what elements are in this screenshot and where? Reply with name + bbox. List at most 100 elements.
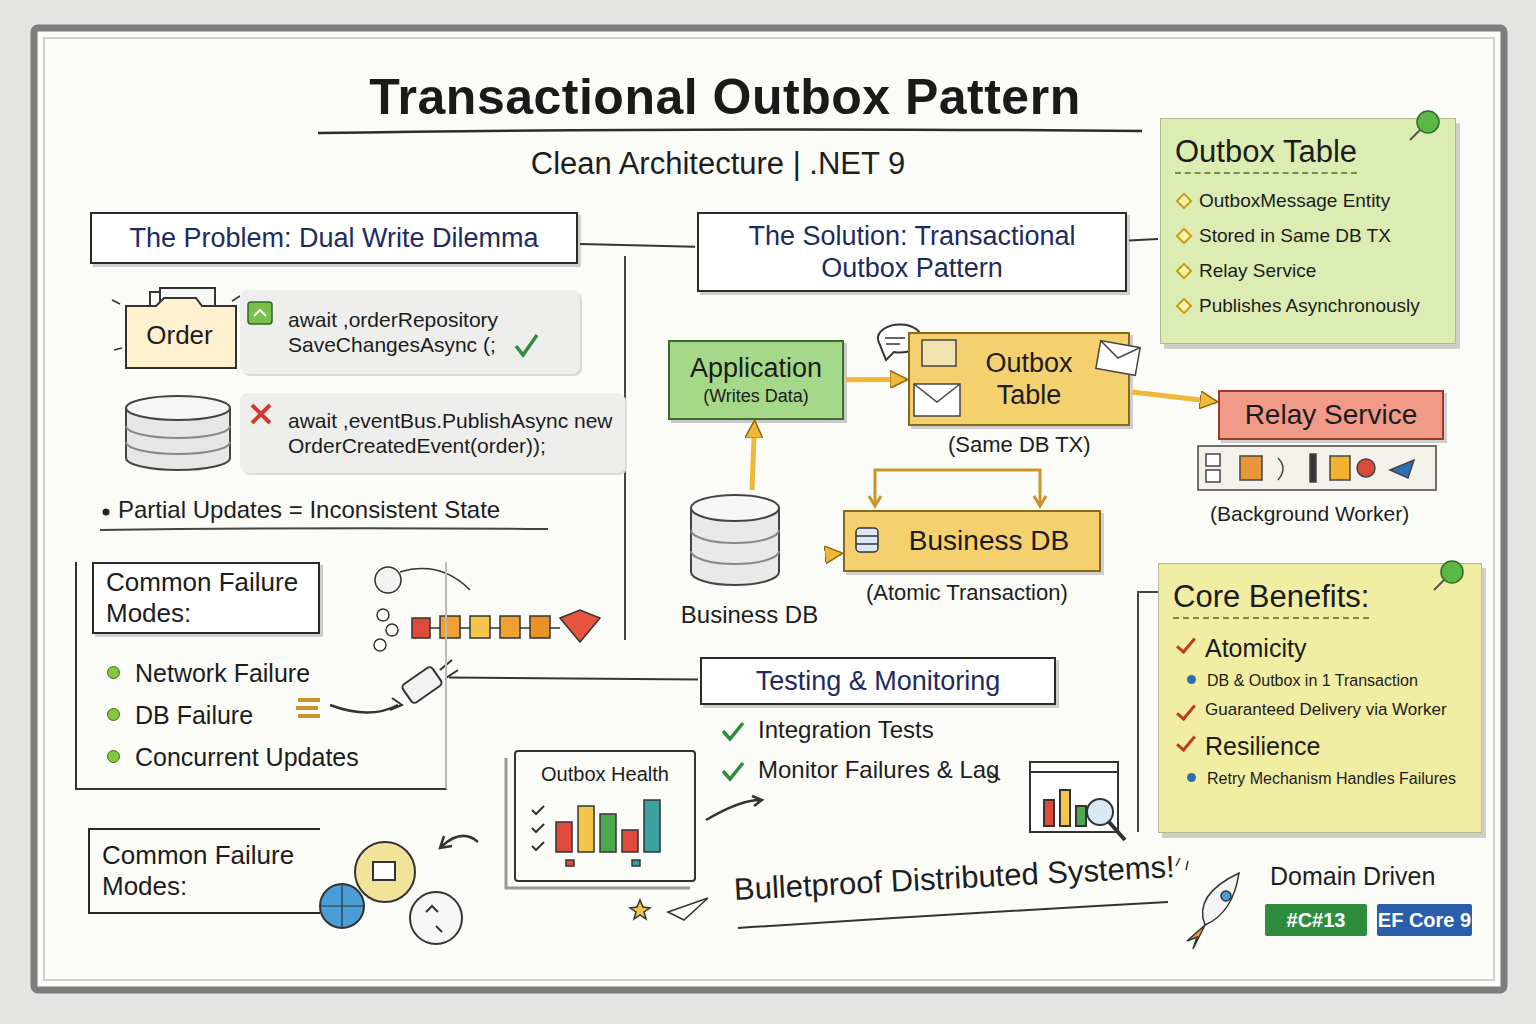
atomic-bracket bbox=[869, 470, 1046, 506]
node-text: Retry Mechanism Handles Failures bbox=[1173, 769, 1456, 788]
divider-lines bbox=[1138, 592, 1158, 832]
flow-arrow bbox=[752, 422, 754, 490]
health-chart bbox=[566, 860, 574, 866]
outbox-box: Outbox Table bbox=[908, 332, 1130, 426]
plug-icon bbox=[401, 666, 443, 705]
tech-badge: #C#13 bbox=[1265, 904, 1367, 936]
envelope-icons bbox=[1098, 341, 1140, 362]
envelope-icons bbox=[914, 340, 1140, 416]
monitor-icon bbox=[1060, 790, 1070, 826]
label-text: Partial Updates = Inconsistent State bbox=[118, 496, 500, 524]
check-marks bbox=[723, 723, 743, 779]
monitor-icon bbox=[1076, 806, 1086, 826]
envelope-icons bbox=[922, 340, 956, 366]
health-chart bbox=[600, 814, 616, 852]
failure-chain bbox=[375, 567, 401, 593]
title-text: Transactional Outbox Pattern bbox=[268, 68, 1182, 126]
failure-chain bbox=[440, 616, 460, 638]
node-text: Guaranteed Delivery via Worker bbox=[1173, 700, 1447, 720]
failure-icons bbox=[320, 884, 364, 928]
label-text: Clean Architecture | .NET 9 bbox=[468, 146, 968, 182]
bullet-dot bbox=[103, 509, 110, 516]
folder-icon bbox=[112, 288, 240, 368]
node-text: (Writes Data) bbox=[703, 386, 809, 408]
monitor-icon bbox=[1087, 799, 1113, 825]
node-text: Outbox Table bbox=[1175, 133, 1357, 174]
plug-icon bbox=[330, 705, 398, 713]
health-chart bbox=[578, 806, 594, 852]
node-text: Core Benefits: bbox=[1173, 578, 1369, 619]
node-text: Common Failure Modes: bbox=[102, 840, 308, 902]
node-text: The Solution: Transactional Outbox Patte… bbox=[709, 220, 1115, 285]
save-icon bbox=[254, 310, 266, 316]
label-text: Integration Tests bbox=[758, 716, 934, 744]
sticky-pins bbox=[1434, 580, 1444, 590]
label-text: (Same DB TX) bbox=[948, 432, 1091, 458]
node-text: DB Failure bbox=[135, 700, 253, 730]
failure-header: Common Failure Modes: bbox=[88, 828, 320, 914]
failure-icons bbox=[440, 836, 478, 848]
bullet-dot bbox=[103, 509, 110, 516]
failure-icons bbox=[426, 906, 442, 932]
order-folder: Order bbox=[122, 290, 237, 372]
relay-box: Relay Service bbox=[1218, 390, 1444, 440]
health-chart bbox=[706, 796, 762, 820]
health-chart bbox=[532, 806, 544, 850]
label-text: Domain Driven bbox=[1270, 862, 1435, 891]
relay-icons bbox=[1390, 460, 1414, 478]
board-frame bbox=[44, 38, 1494, 980]
flow-arrow bbox=[846, 377, 906, 382]
node-text: Business DB bbox=[681, 601, 818, 630]
plane-star bbox=[630, 900, 650, 919]
failure-icons bbox=[410, 892, 462, 944]
check-marks bbox=[723, 763, 743, 779]
node-text: Network Failure bbox=[135, 658, 310, 688]
node-text: Resilience bbox=[1173, 731, 1320, 761]
health-chart bbox=[506, 758, 690, 888]
label-text: Bulletproof Distributed Systems! bbox=[733, 849, 1175, 908]
failure-chain bbox=[470, 616, 490, 638]
database-box: Business DB bbox=[843, 510, 1101, 572]
node-text: Business DB bbox=[909, 524, 1069, 558]
database-icon bbox=[126, 426, 230, 454]
relay-icons bbox=[1278, 458, 1283, 480]
node-text: Concurrent Updates bbox=[135, 742, 359, 772]
relay-icons bbox=[1198, 446, 1436, 490]
node-text: Common Failure Modes: bbox=[106, 567, 306, 629]
monitor-icon bbox=[1030, 771, 1118, 773]
problem-header: The Problem: Dual Write Dilemma bbox=[90, 212, 578, 264]
rocket-icon bbox=[1203, 873, 1239, 925]
plug-icon bbox=[296, 700, 320, 716]
atomic-bracket bbox=[869, 496, 1046, 506]
code-box: await ,orderRepository SaveChangesAsync … bbox=[240, 290, 580, 374]
node-text: Relay Service bbox=[1245, 398, 1418, 432]
check-marks bbox=[723, 723, 743, 739]
tech-badge: EF Core 9 bbox=[1377, 904, 1472, 936]
node-text: Testing & Monitoring bbox=[756, 665, 1001, 697]
node-text: Outbox Health bbox=[541, 762, 669, 786]
sticky-note: Outbox TableOutboxMessage EntityStored i… bbox=[1160, 118, 1456, 344]
failure-icons bbox=[373, 862, 395, 880]
sticky-pins bbox=[1410, 130, 1420, 140]
rocket-icon bbox=[1187, 925, 1205, 949]
node-text: #C#13 bbox=[1287, 908, 1346, 932]
sticky-pins bbox=[1441, 561, 1463, 583]
relay-icons bbox=[1240, 456, 1262, 480]
node-text: await ,eventBus.PublishAsync new OrderCr… bbox=[288, 408, 615, 458]
failure-panel: Network Failure DB FailureConcurrent Upda… bbox=[75, 562, 447, 790]
sticky-pins bbox=[1410, 111, 1463, 590]
failure-chain bbox=[400, 569, 470, 590]
failure-chain bbox=[374, 639, 386, 651]
success-check bbox=[516, 335, 537, 355]
health-chart bbox=[556, 822, 572, 852]
save-icon bbox=[248, 302, 272, 324]
node-text: Application bbox=[690, 352, 822, 384]
divider-lines bbox=[100, 212, 1158, 832]
failure-icons bbox=[355, 842, 415, 902]
failure-chain bbox=[530, 616, 550, 638]
rocket-icon bbox=[1176, 858, 1188, 870]
board-frame bbox=[34, 28, 1504, 990]
relay-icons bbox=[1357, 459, 1375, 477]
failure-chain bbox=[500, 616, 520, 638]
